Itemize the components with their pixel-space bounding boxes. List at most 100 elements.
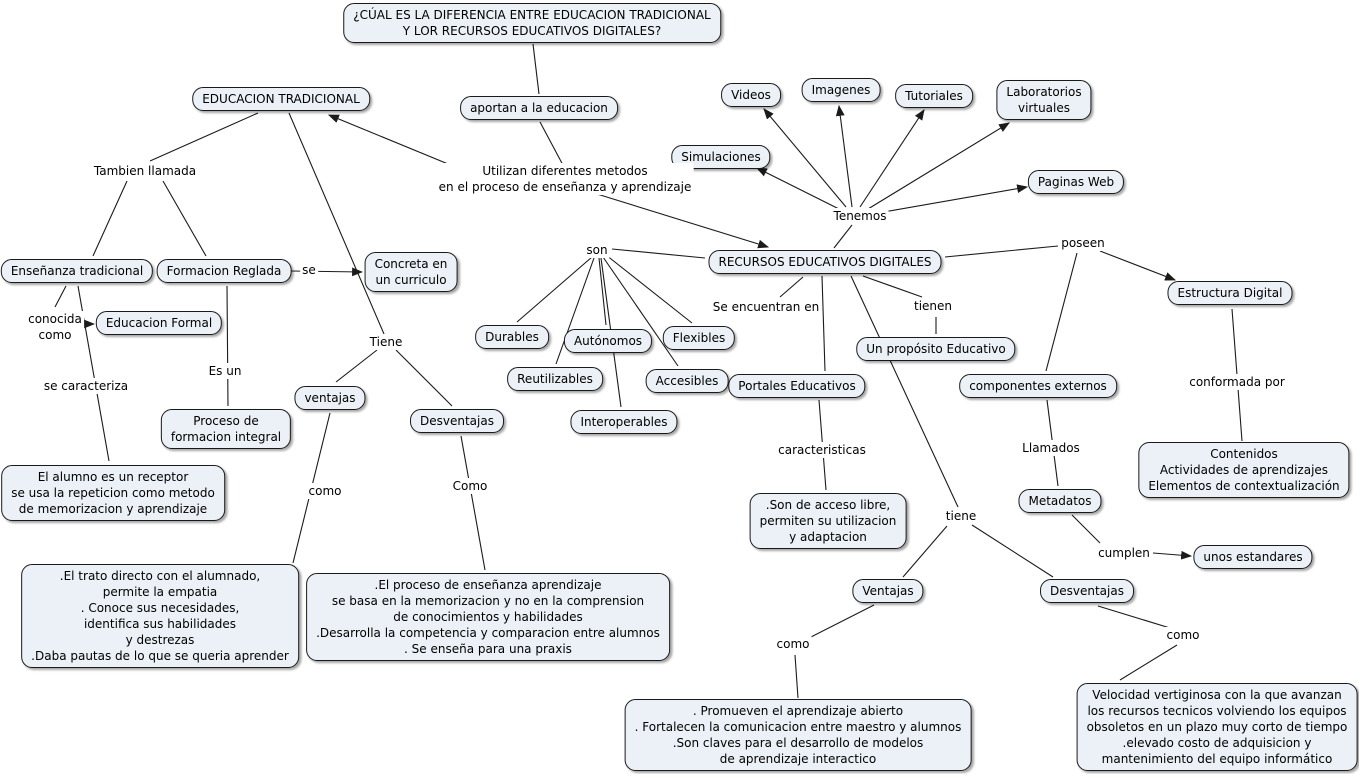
connector-line (335, 349, 378, 383)
concept-concreta-curriculo[interactable]: Concreta en un curriculo (364, 252, 458, 292)
concept-ensenanza-tradicional[interactable]: Enseñanza tradicional (0, 259, 154, 283)
concept-trato-directo[interactable]: .El trato directo con el alumnado, permi… (21, 564, 299, 668)
concept-proceso-ensenanza-memorizacion[interactable]: .El proceso de enseñanza aprendizaje se … (306, 573, 670, 661)
connector-line (867, 122, 1010, 210)
connector-line (460, 435, 486, 571)
connector-line (539, 121, 565, 168)
connector-line (395, 349, 453, 407)
concept-contenidos[interactable]: Contenidos Actividades de aprendizajes E… (1138, 442, 1350, 498)
connector-line (1099, 250, 1177, 281)
concept-componentes-externos[interactable]: componentes externos (959, 374, 1117, 398)
concept-paginas-web[interactable]: Paginas Web (1027, 170, 1125, 194)
connector-line (1045, 252, 1078, 372)
connector-line (162, 180, 207, 257)
concept-simulaciones[interactable]: Simulaciones (671, 145, 771, 169)
link-label-tiene-recursos[interactable]: tiene (943, 508, 979, 524)
concept-aportan-educacion[interactable]: aportan a la educacion (460, 96, 618, 120)
link-label-utilizan-metodos[interactable]: Utilizan diferentes metodos en el proces… (436, 163, 694, 195)
link-label-como-desventajas-rec[interactable]: como (1164, 627, 1202, 643)
link-label-como-ventajas-trad[interactable]: como (306, 483, 344, 499)
connector-line (555, 257, 595, 365)
link-label-tiene-tradicional[interactable]: Tiene (367, 334, 405, 350)
connector-line (821, 275, 826, 372)
connector-line (779, 276, 804, 298)
concept-ventajas-recursos[interactable]: Ventajas (852, 579, 924, 603)
concept-pregunta-central[interactable]: ¿CÚAL ES LA DIFERENCIA ENTRE EDUCACION T… (343, 3, 721, 43)
concept-ventajas-tradicional[interactable]: ventajas (294, 386, 366, 410)
concept-desventajas-recursos[interactable]: Desventajas (1040, 579, 1134, 603)
connector-line (598, 257, 607, 326)
connector-line (862, 275, 923, 298)
concept-portales-educativos[interactable]: Portales Educativos (728, 374, 866, 398)
concept-interoperables[interactable]: Interoperables (570, 410, 678, 434)
connector-line (806, 604, 875, 640)
connector-line (902, 525, 948, 578)
concept-videos[interactable]: Videos (721, 83, 781, 107)
link-label-cumplen[interactable]: cumplen (1096, 545, 1152, 561)
concept-recursos-educativos-digitales[interactable]: RECURSOS EDUCATIVOS DIGITALES (708, 250, 942, 274)
connector-line (971, 524, 1054, 578)
connector-line (532, 43, 540, 95)
concept-desventajas-tradicional[interactable]: Desventajas (410, 409, 504, 433)
connector-line (54, 285, 67, 308)
concept-promueven-aprendizaje[interactable]: . Promueven el aprendizaje abierto . For… (624, 699, 972, 771)
connector-line (1119, 644, 1178, 681)
connector-line (288, 112, 385, 335)
connector-line (1097, 605, 1171, 629)
concept-metadatos[interactable]: Metadatos (1018, 489, 1102, 513)
link-label-se-encuentran-en[interactable]: Se encuentran en (710, 299, 822, 315)
link-label-caracteristicas[interactable]: caracteristicas (776, 442, 868, 458)
link-label-conformada-por[interactable]: conformada por (1187, 374, 1287, 390)
concept-estructura-digital[interactable]: Estructura Digital (1167, 281, 1293, 305)
connector-line (92, 180, 128, 257)
concept-reutilizables[interactable]: Reutilizables (507, 367, 603, 391)
concept-proposito-educativo[interactable]: Un propósito Educativo (856, 337, 1016, 361)
link-label-se[interactable]: se (300, 262, 318, 278)
connector-line (605, 254, 693, 324)
concept-proceso-formacion-integral[interactable]: Proceso de formacion integral (160, 409, 292, 449)
connector-line (596, 193, 770, 249)
connector-line (835, 104, 853, 208)
link-label-tenemos[interactable]: Tenemos (831, 208, 889, 224)
concept-flexibles[interactable]: Flexibles (662, 326, 736, 350)
link-label-poseen[interactable]: poseen (1059, 235, 1107, 251)
link-label-conocida-como[interactable]: conocida como (26, 311, 84, 343)
connector-line (226, 285, 229, 407)
connector-line (756, 167, 844, 212)
concept-acceso-libre[interactable]: .Son de acceso libre, permiten su utiliz… (749, 493, 907, 549)
link-label-es-un[interactable]: Es un (206, 363, 244, 379)
connector-line (871, 184, 1029, 215)
link-label-se-caracteriza[interactable]: se caracteriza (41, 378, 131, 394)
connector-line (850, 275, 959, 508)
link-label-llamados[interactable]: Llamados (1020, 440, 1082, 456)
concept-educacion-formal[interactable]: Educacion Formal (95, 311, 223, 335)
connector-line (763, 108, 847, 208)
concept-autonomos[interactable]: Autónomos (563, 329, 653, 353)
concept-formacion-reglada[interactable]: Formacion Reglada (156, 259, 292, 283)
link-label-tambien-llamada[interactable]: Tambien llamada (91, 163, 199, 179)
concept-educacion-tradicional[interactable]: EDUCACION TRADICIONAL (192, 87, 370, 111)
concept-imagenes[interactable]: Imagenes (801, 78, 881, 102)
connector-line (611, 248, 706, 259)
concept-velocidad-vertiginosa[interactable]: Velocidad vertiginosa con la que avanzan… (1076, 683, 1358, 771)
connector-line (1071, 514, 1101, 544)
connector-line (149, 112, 259, 162)
concept-alumno-receptor[interactable]: El alumno es un receptor se usa la repet… (1, 465, 225, 521)
link-label-son[interactable]: son (584, 242, 610, 258)
connector-line (602, 256, 679, 367)
connector-line (794, 654, 799, 699)
link-label-como-ventajas-rec[interactable]: como (774, 636, 812, 652)
concept-accesibles[interactable]: Accesibles (645, 369, 729, 393)
link-label-tienen[interactable]: tienen (911, 298, 955, 314)
link-label-como-desventajas-trad[interactable]: Como (450, 478, 490, 494)
connector-line (516, 256, 593, 323)
connector-line (859, 109, 925, 208)
concept-unos-estandares[interactable]: unos estandares (1193, 545, 1313, 569)
connector-line (1152, 550, 1193, 560)
concept-tutoriales[interactable]: Tutoriales (895, 84, 973, 108)
concept-durables[interactable]: Durables (475, 325, 549, 349)
concept-laboratorios-virtuales[interactable]: Laboratorios virtuales (996, 80, 1092, 120)
connector-line (833, 224, 853, 249)
